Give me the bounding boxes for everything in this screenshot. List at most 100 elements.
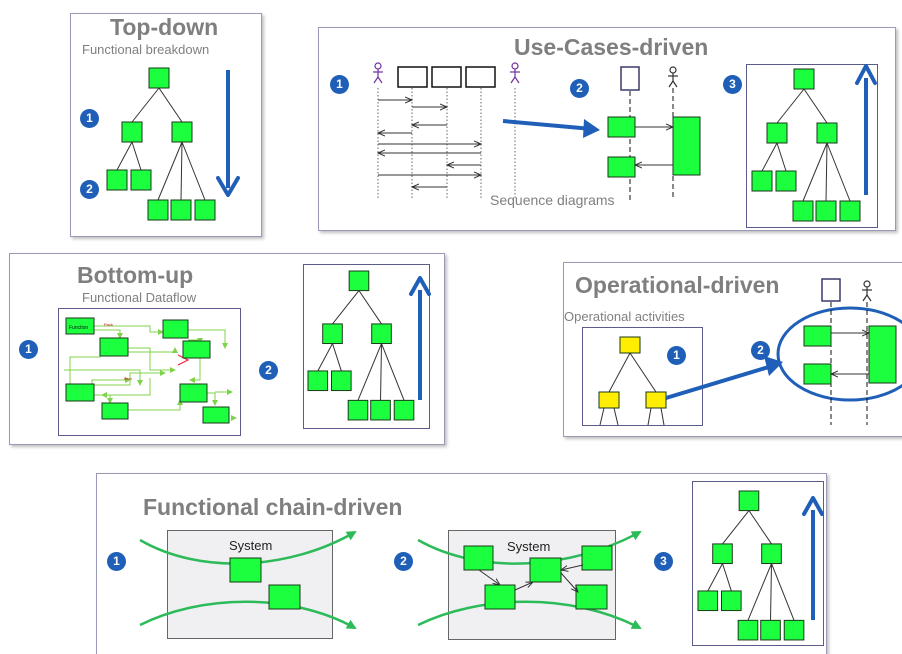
- actor-icon-leg: [862, 294, 868, 302]
- function-node: [607, 156, 636, 178]
- function-node: [721, 590, 742, 612]
- branch-line: [660, 407, 665, 426]
- step-1-badge: 1: [330, 75, 349, 94]
- step-2-badge: 2: [570, 79, 589, 98]
- highlight-ellipse: [776, 306, 902, 402]
- function-node: [393, 399, 415, 421]
- sequence-diagrams-caption: Sequence diagrams: [490, 192, 615, 208]
- function-node: [737, 619, 759, 641]
- red-mark: [177, 354, 190, 366]
- function-node: [99, 337, 129, 357]
- function-node: [194, 199, 216, 221]
- function-node: [598, 391, 620, 409]
- lifeline-box: [431, 66, 462, 88]
- operational-title: Operational-driven: [575, 272, 780, 298]
- function-node: [106, 169, 128, 191]
- function-node: [839, 200, 861, 222]
- use-cases-title: Use-Cases-driven: [514, 34, 709, 60]
- pack-label: Pack: [104, 322, 113, 327]
- connector-line: [707, 563, 723, 592]
- connector-line: [157, 141, 183, 201]
- function-node: [130, 169, 152, 191]
- bottom-up-subtitle: Functional Dataflow: [82, 290, 197, 305]
- function-node: [766, 122, 788, 144]
- function-node: [775, 170, 797, 192]
- step-3-badge: 3: [723, 75, 742, 94]
- connector-line: [116, 141, 133, 171]
- actor-icon-head: [374, 62, 382, 70]
- lifeline-box: [620, 66, 640, 91]
- function-node: [697, 590, 719, 612]
- connector-line: [776, 142, 787, 172]
- functional-chain-curve: [417, 600, 642, 630]
- actor-icon-leg: [668, 80, 674, 88]
- step-1-badge: 1: [107, 552, 126, 571]
- connector-line: [826, 142, 851, 202]
- function-node: [803, 325, 832, 347]
- function-node: [484, 584, 516, 610]
- operational-activities-frame: [582, 327, 703, 426]
- connector-line: [747, 563, 772, 621]
- chain-arrow: [478, 569, 500, 585]
- up-arrow-head: [802, 496, 824, 516]
- function-label: Function: [69, 325, 88, 331]
- function-node: [760, 619, 781, 641]
- branch-line: [647, 407, 652, 426]
- connector-line: [748, 510, 772, 545]
- function-node: [607, 116, 636, 138]
- connector-line: [332, 290, 360, 325]
- actor-icon-leg: [514, 76, 520, 84]
- chain-arrow: [514, 582, 533, 591]
- function-node: [171, 121, 193, 143]
- actor-icon-head: [669, 66, 677, 74]
- function-node: [322, 323, 343, 345]
- dataflow-line: [101, 378, 151, 398]
- down-arrow-head: [216, 176, 240, 197]
- function-node: [868, 325, 897, 384]
- step-2-badge: 2: [751, 341, 770, 360]
- function-node: [370, 399, 391, 421]
- branch-line: [613, 407, 619, 426]
- connector-line: [722, 510, 750, 545]
- function-node: [761, 543, 782, 565]
- connector-line: [802, 142, 828, 202]
- connector-line: [131, 87, 160, 123]
- bottom-up-title: Bottom-up: [77, 262, 194, 288]
- connector-line: [180, 141, 183, 201]
- actor-icon-head: [863, 280, 871, 288]
- connector-line: [803, 88, 828, 124]
- function-node: [529, 557, 562, 583]
- actor-icon-head: [511, 62, 519, 70]
- connector-line: [825, 142, 828, 202]
- function-node: [793, 68, 815, 90]
- connector-line: [332, 343, 342, 372]
- step-3-badge: 3: [654, 552, 673, 571]
- step-2-badge: 2: [394, 552, 413, 571]
- chain-arrow: [560, 572, 578, 592]
- actor-icon-leg: [866, 294, 872, 302]
- system-box-1: [167, 530, 333, 639]
- dataflow-line: [128, 347, 176, 373]
- connector-line: [357, 343, 382, 401]
- connector-line: [761, 142, 778, 172]
- connector-line: [380, 343, 382, 401]
- blue-arrow-shaft: [502, 119, 593, 131]
- function-node: [803, 363, 832, 385]
- function-node: [792, 200, 814, 222]
- connector-line: [158, 87, 183, 123]
- function-node: [331, 370, 352, 392]
- function-node: [179, 383, 208, 403]
- connector-line: [381, 343, 405, 401]
- connector-line: [358, 290, 382, 325]
- lifeline-box: [821, 278, 841, 302]
- actor-icon-leg: [377, 76, 383, 84]
- connector-line: [131, 141, 142, 171]
- blue-arrow-shaft: [665, 364, 773, 400]
- function-node: [463, 545, 494, 571]
- lifeline-box: [397, 66, 428, 88]
- connector-line: [181, 141, 206, 201]
- branch-line: [599, 407, 605, 426]
- connector-line: [629, 352, 657, 393]
- dataflow-line: [94, 329, 123, 339]
